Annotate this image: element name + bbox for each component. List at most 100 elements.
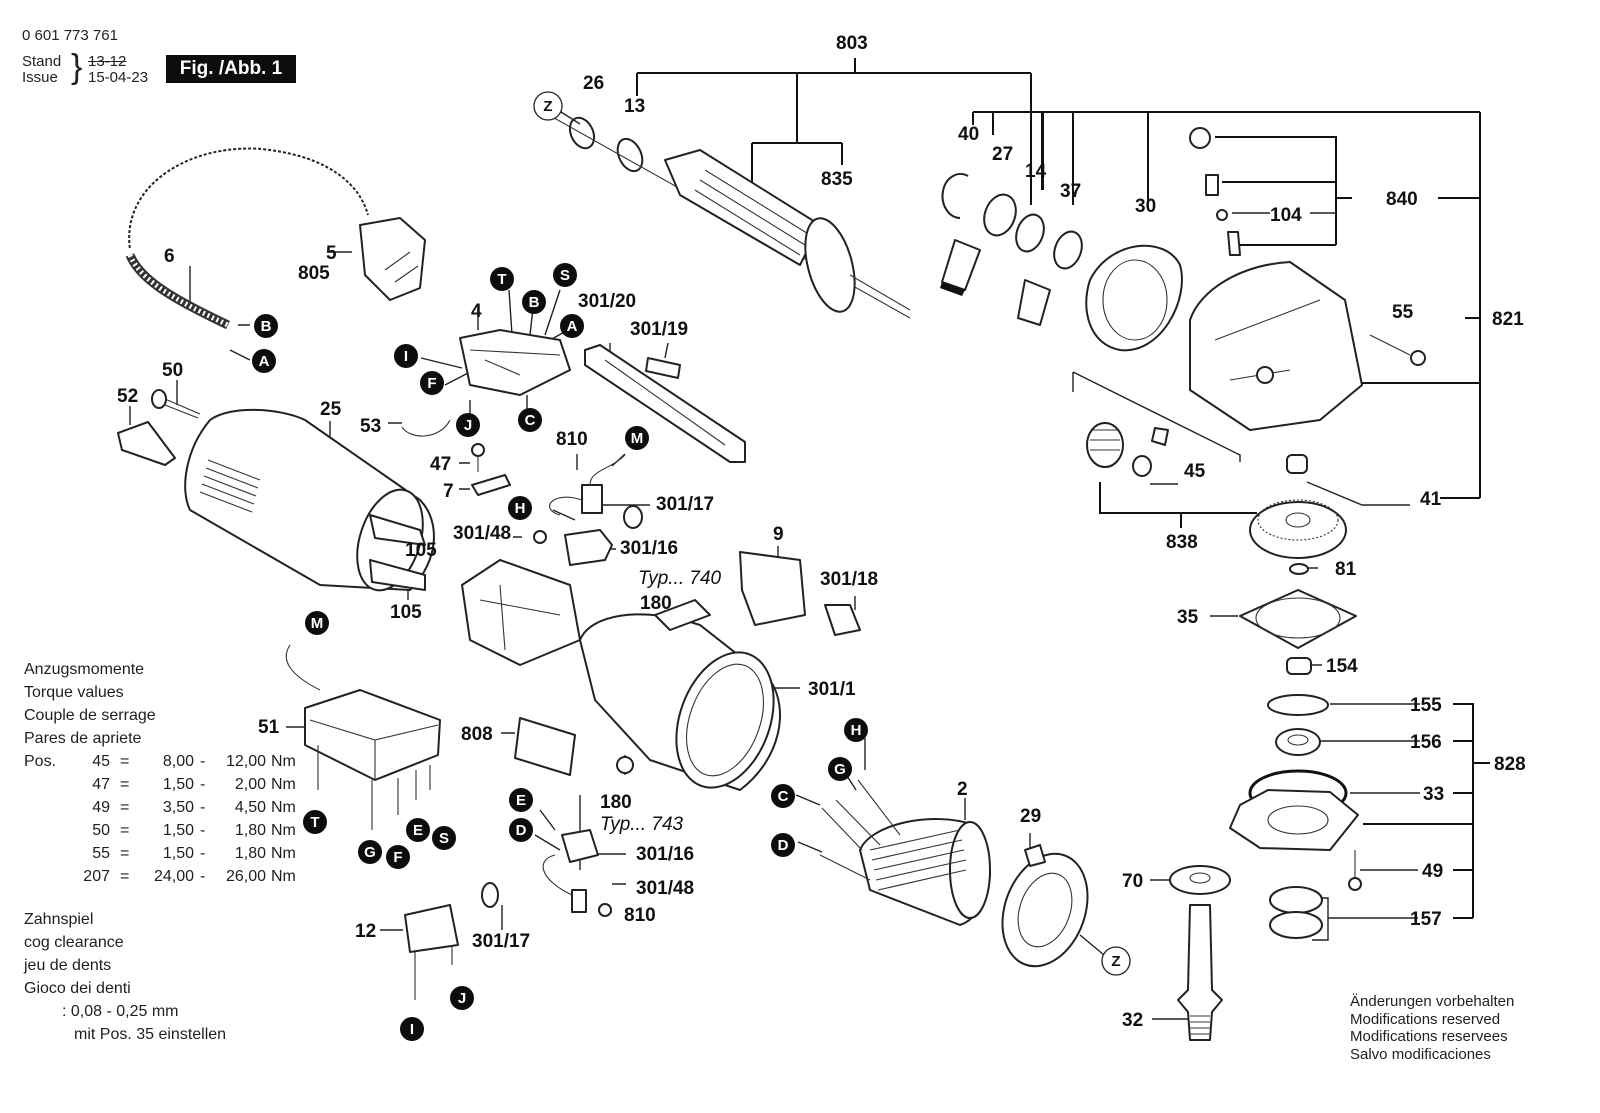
label-40: 40 [958,124,979,145]
label-32: 32 [1122,1010,1143,1031]
torque-unit: Nm [271,776,296,793]
torque-max: 1,80 [234,822,266,839]
stand-label: Stand [22,53,62,70]
connector-a: A [252,349,276,373]
label-6: 6 [164,246,175,267]
cog-instruction: mit Pos. 35 einstellen [74,1026,227,1043]
label-805: 805 [298,263,330,284]
torque-values-note: Anzugsmomente Torque values Couple de se… [24,658,296,888]
connector-b: B [254,314,278,338]
svg-text:I: I [404,348,408,365]
label-70: 70 [1122,871,1143,892]
connector-h: H [508,496,532,520]
connector-s: S [432,826,456,850]
torque-equals: = [120,822,130,839]
label-27: 27 [992,144,1013,165]
label-301-48-upper: 301/48 [453,523,511,544]
connector-g: G [828,757,852,781]
cog-title-fr: jeu de dents [24,957,112,974]
torque-equals: = [120,753,130,770]
label-301-17-lower: 301/17 [472,931,530,952]
torque-prefix: Pos. [24,753,57,770]
cog-title-it: Gioco dei denti [24,980,131,997]
torque-equals: = [120,845,130,862]
label-301-20: 301/20 [578,291,636,312]
label-155: 155 [1410,695,1442,716]
svg-text:S: S [439,830,449,847]
label-33: 33 [1423,784,1444,805]
svg-text:B: B [261,318,272,335]
connector-e: E [406,818,430,842]
brace-icon: } [71,48,83,86]
torque-unit: Nm [271,845,296,862]
label-810-upper: 810 [556,429,588,450]
torque-min: 24,00 [153,868,194,885]
label-301-18: 301/18 [820,569,878,590]
label-810-lower: 810 [624,905,656,926]
label-838: 838 [1166,532,1198,553]
issue-label: Issue [22,69,58,86]
torque-dash: - [200,776,206,793]
svg-text:D: D [778,837,789,854]
svg-text:B: B [529,294,540,311]
connector-c: C [518,408,542,432]
torque-max: 12,00 [225,753,266,770]
torque-position: 49 [92,799,110,816]
svg-text:M: M [311,615,324,632]
label-821: 821 [1492,309,1524,330]
modifications-de: Änderungen vorbehalten [1350,993,1515,1010]
torque-min: 1,50 [162,845,194,862]
torque-unit: Nm [271,799,296,816]
label-51: 51 [258,717,280,738]
svg-text:I: I [410,1021,414,1038]
cog-title-en: cog clearance [24,934,124,951]
label-52: 52 [117,386,138,407]
label-301-48-lower: 301/48 [636,878,694,899]
torque-dash: - [200,753,206,770]
torque-min: 8,00 [162,753,194,770]
svg-text:E: E [516,792,526,809]
label-2: 2 [957,779,968,800]
svg-text:J: J [464,417,472,434]
connector-g: G [358,840,382,864]
label-105-upper: 105 [405,540,437,561]
torque-max: 1,80 [234,845,266,862]
label-47: 47 [430,454,451,475]
torque-position: 45 [92,753,110,770]
torque-min: 1,50 [162,776,194,793]
torque-position: 207 [83,868,110,885]
torque-dash: - [200,868,206,885]
label-45: 45 [1184,461,1206,482]
type-label-740: Typ... 740 [638,568,722,589]
torque-position: 55 [92,845,110,862]
reference-mark-z-bottom: Z [1101,946,1131,976]
connector-d: D [509,818,533,842]
issue-date: 15-04-23 [88,69,149,86]
svg-text:S: S [560,267,570,284]
connector-h: H [844,718,868,742]
label-4: 4 [471,301,482,322]
label-301-16-upper: 301/16 [620,538,678,559]
torque-min: 1,50 [162,822,194,839]
label-840: 840 [1386,189,1418,210]
svg-text:M: M [631,430,644,447]
svg-text:C: C [525,412,536,429]
torque-max: 4,50 [234,799,266,816]
svg-text:Z: Z [1111,953,1120,970]
modifications-es: Salvo modificaciones [1350,1045,1491,1063]
label-25: 25 [320,399,342,420]
svg-text:H: H [515,500,526,517]
connector-j: J [450,986,474,1010]
label-301-17-upper: 301/17 [656,494,714,515]
label-55: 55 [1392,302,1414,323]
part-number-labels: 803 26 13 835 40 27 14 37 30 840 104 821… [117,33,1526,1031]
svg-text:A: A [259,353,270,370]
leader-lines [129,58,1490,1020]
